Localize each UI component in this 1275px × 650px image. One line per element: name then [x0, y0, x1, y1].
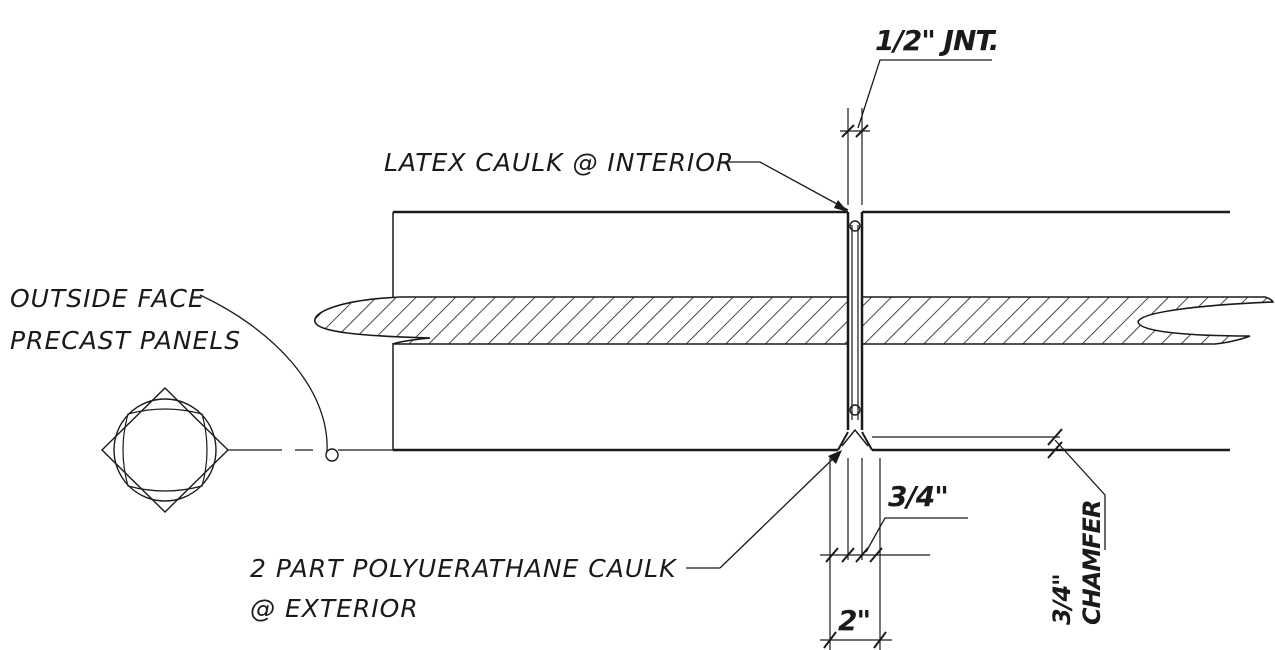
joint-width-label: 1/2" JNT.: [875, 24, 998, 57]
chamfer-label-line2: CHAMFER: [1078, 501, 1106, 625]
joint-width-dimension: [840, 59, 992, 205]
outside-face-leader: [199, 294, 328, 453]
outside-face-label-line2: PRECAST PANELS: [10, 326, 241, 355]
hatched-band-left: [314, 296, 849, 345]
section-reference-symbol: [101, 387, 229, 513]
polyurethane-caulk-label-line2: @ EXTERIOR: [250, 594, 419, 623]
backer-rod-interior: [849, 220, 861, 232]
panel-joint: [837, 212, 873, 451]
chamfer-label-line1: 3/4": [1048, 574, 1076, 625]
chamfer-dimension: [872, 428, 1106, 550]
overall-width-dimension: [820, 631, 892, 649]
two-inch-dimension-label: 2": [838, 604, 870, 637]
polyurethane-caulk-leader: [686, 450, 842, 569]
outside-face-leader-dot: [325, 448, 339, 462]
chamfer-depth-dimension: [820, 458, 968, 650]
chamfer-label: 3/4" CHAMFER: [1048, 501, 1106, 625]
left-precast-panel: [392, 210, 848, 452]
three-quarter-dimension-label: 3/4": [888, 480, 948, 513]
polyurethane-caulk-label-line1: 2 PART POLYUERATHANE CAULK: [250, 554, 678, 583]
latex-caulk-leader: [720, 161, 849, 212]
latex-caulk-label: LATEX CAULK @ INTERIOR: [384, 148, 734, 177]
outside-face-label-line1: OUTSIDE FACE: [10, 284, 205, 313]
hatched-band-right: [861, 296, 1275, 345]
backer-rod-exterior: [849, 404, 861, 416]
right-precast-panel: [862, 210, 1230, 452]
